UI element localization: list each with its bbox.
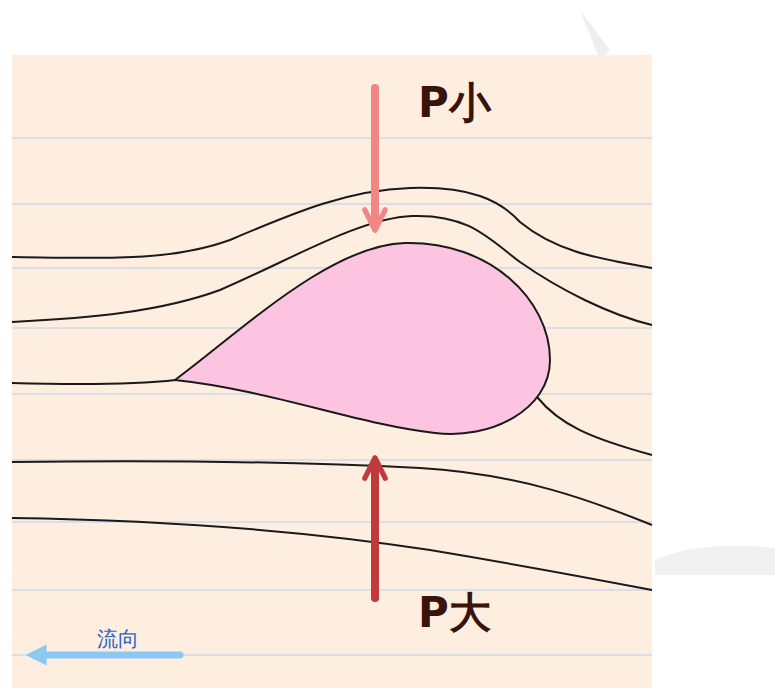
faint-shape (655, 546, 775, 575)
faint-shape (580, 10, 610, 60)
low-pressure-arrow (371, 88, 379, 220)
pressure-label: P小 (418, 80, 491, 126)
flow-label: 流向 (97, 628, 139, 651)
high-pressure-arrow (371, 468, 379, 598)
paper-panel (12, 55, 652, 688)
pressure-label: P大 (418, 590, 491, 636)
flow-arrow (34, 652, 180, 659)
streamlines (12, 188, 652, 590)
airfoil-shape (175, 243, 550, 434)
ruled-lines (12, 138, 652, 655)
